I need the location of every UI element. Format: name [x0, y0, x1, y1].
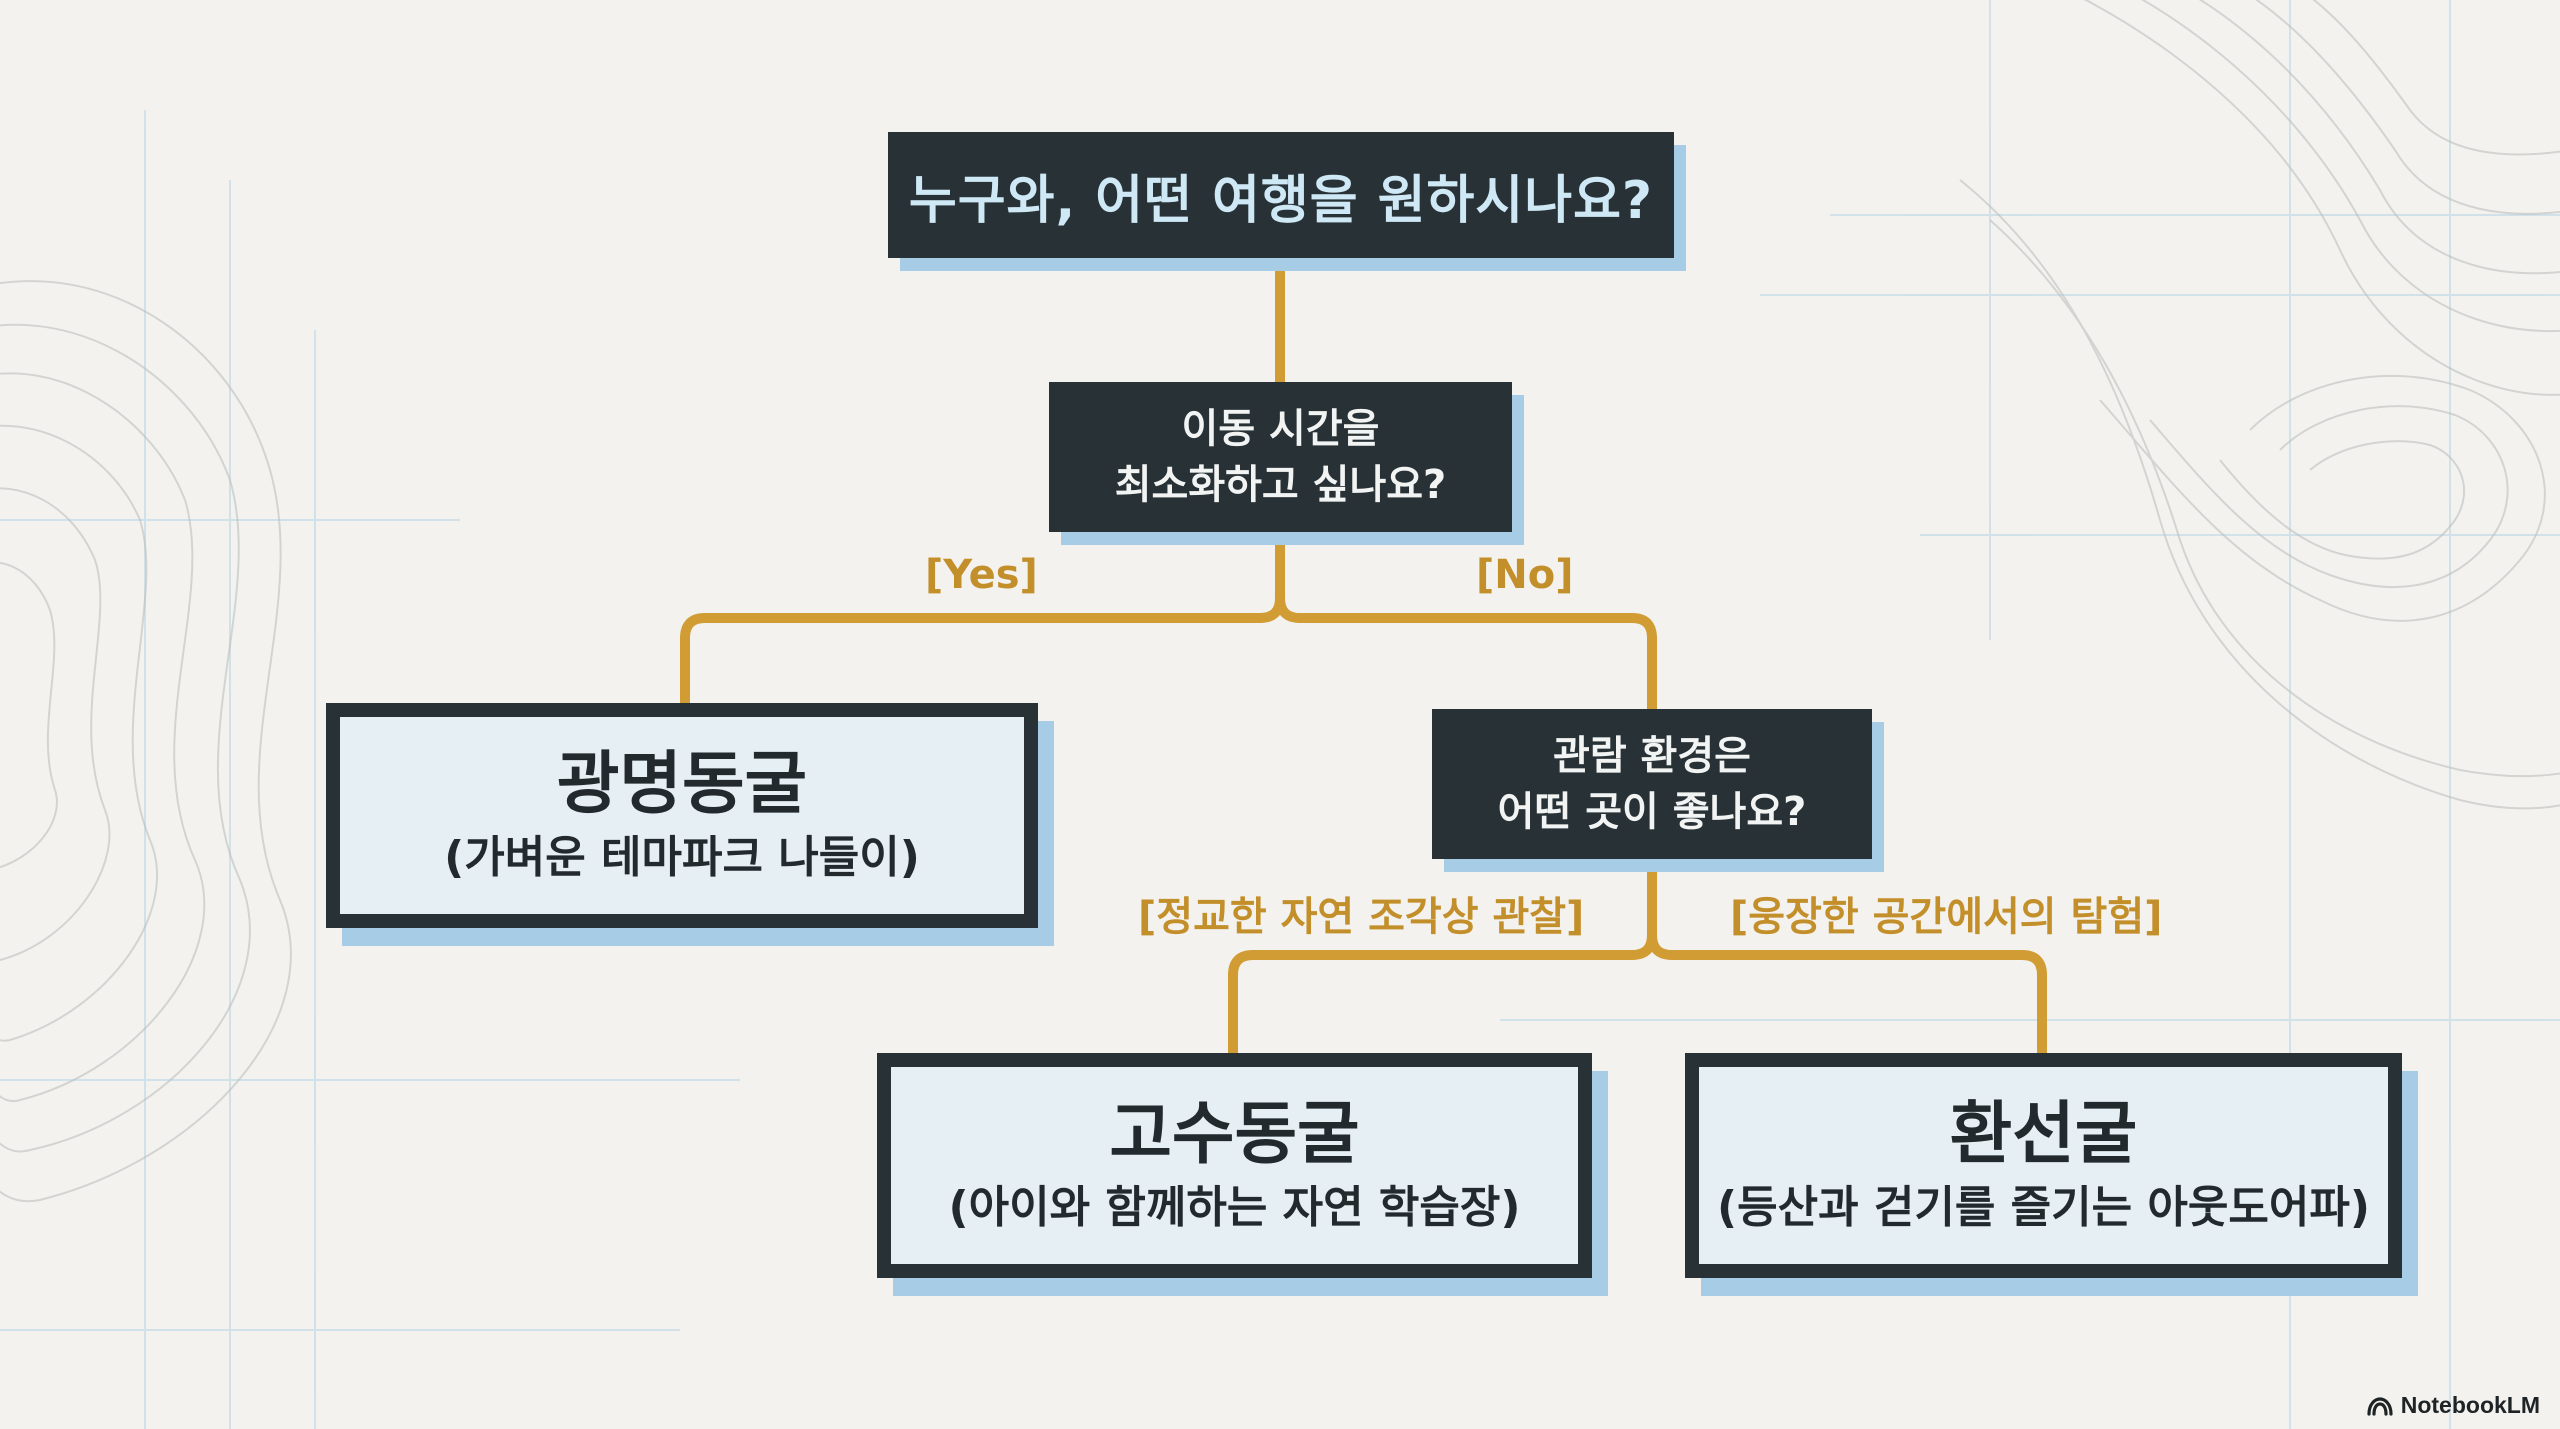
- question-2-box: 관람 환경은 어떤 곳이 좋나요?: [1432, 709, 1872, 859]
- notebooklm-branding: NotebookLM: [2367, 1392, 2540, 1419]
- leaf-gwangmyeong-box: 광명동굴 (가벼운 테마파크 나들이): [326, 703, 1038, 928]
- leaf-hwanseon-title: 환선굴: [1949, 1094, 2138, 1174]
- leaf-gwangmyeong-title: 광명동굴: [556, 744, 808, 824]
- question-2-line2: 어떤 곳이 좋나요?: [1497, 789, 1807, 835]
- q2-right-label: [웅장한 공간에서의 탐험]: [1730, 894, 2163, 940]
- leaf-gosu-box: 고수동굴 (아이와 함께하는 자연 학습장): [877, 1053, 1592, 1278]
- leaf-gwangmyeong-desc: (가벼운 테마파크 나들이): [444, 831, 920, 883]
- question-1-line2: 최소화하고 싶나요?: [1114, 462, 1447, 508]
- question-1-box: 이동 시간을 최소화하고 싶나요?: [1049, 382, 1512, 532]
- root-question-box: 누구와, 어떤 여행을 원하시나요?: [888, 132, 1674, 258]
- q1-yes-label: [Yes]: [925, 552, 1038, 598]
- branding-name: NotebookLM: [2400, 1392, 2540, 1418]
- notebooklm-logo-icon: [2367, 1396, 2393, 1416]
- root-question-text: 누구와, 어떤 여행을 원하시나요?: [908, 170, 1654, 231]
- q1-no-label: [No]: [1476, 552, 1574, 598]
- question-2-line1: 관람 환경은: [1553, 733, 1751, 779]
- connector-q2-right-branch: [1647, 930, 2047, 1060]
- connector-q1-no-branch: [1275, 593, 1657, 715]
- connector-q1-yes-branch: [680, 593, 1285, 710]
- leaf-gosu-title: 고수동굴: [1109, 1094, 1360, 1174]
- leaf-hwanseon-box: 환선굴 (등산과 걷기를 즐기는 아웃도어파): [1685, 1053, 2402, 1278]
- connector-q2-left-branch: [1228, 930, 1657, 1060]
- question-1-line1: 이동 시간을: [1181, 406, 1380, 452]
- leaf-gosu-desc: (아이와 함께하는 자연 학습장): [948, 1181, 1521, 1233]
- leaf-hwanseon-desc: (등산과 걷기를 즐기는 아웃도어파): [1717, 1181, 2370, 1233]
- q2-left-label: [정교한 자연 조각상 관찰]: [1138, 894, 1585, 940]
